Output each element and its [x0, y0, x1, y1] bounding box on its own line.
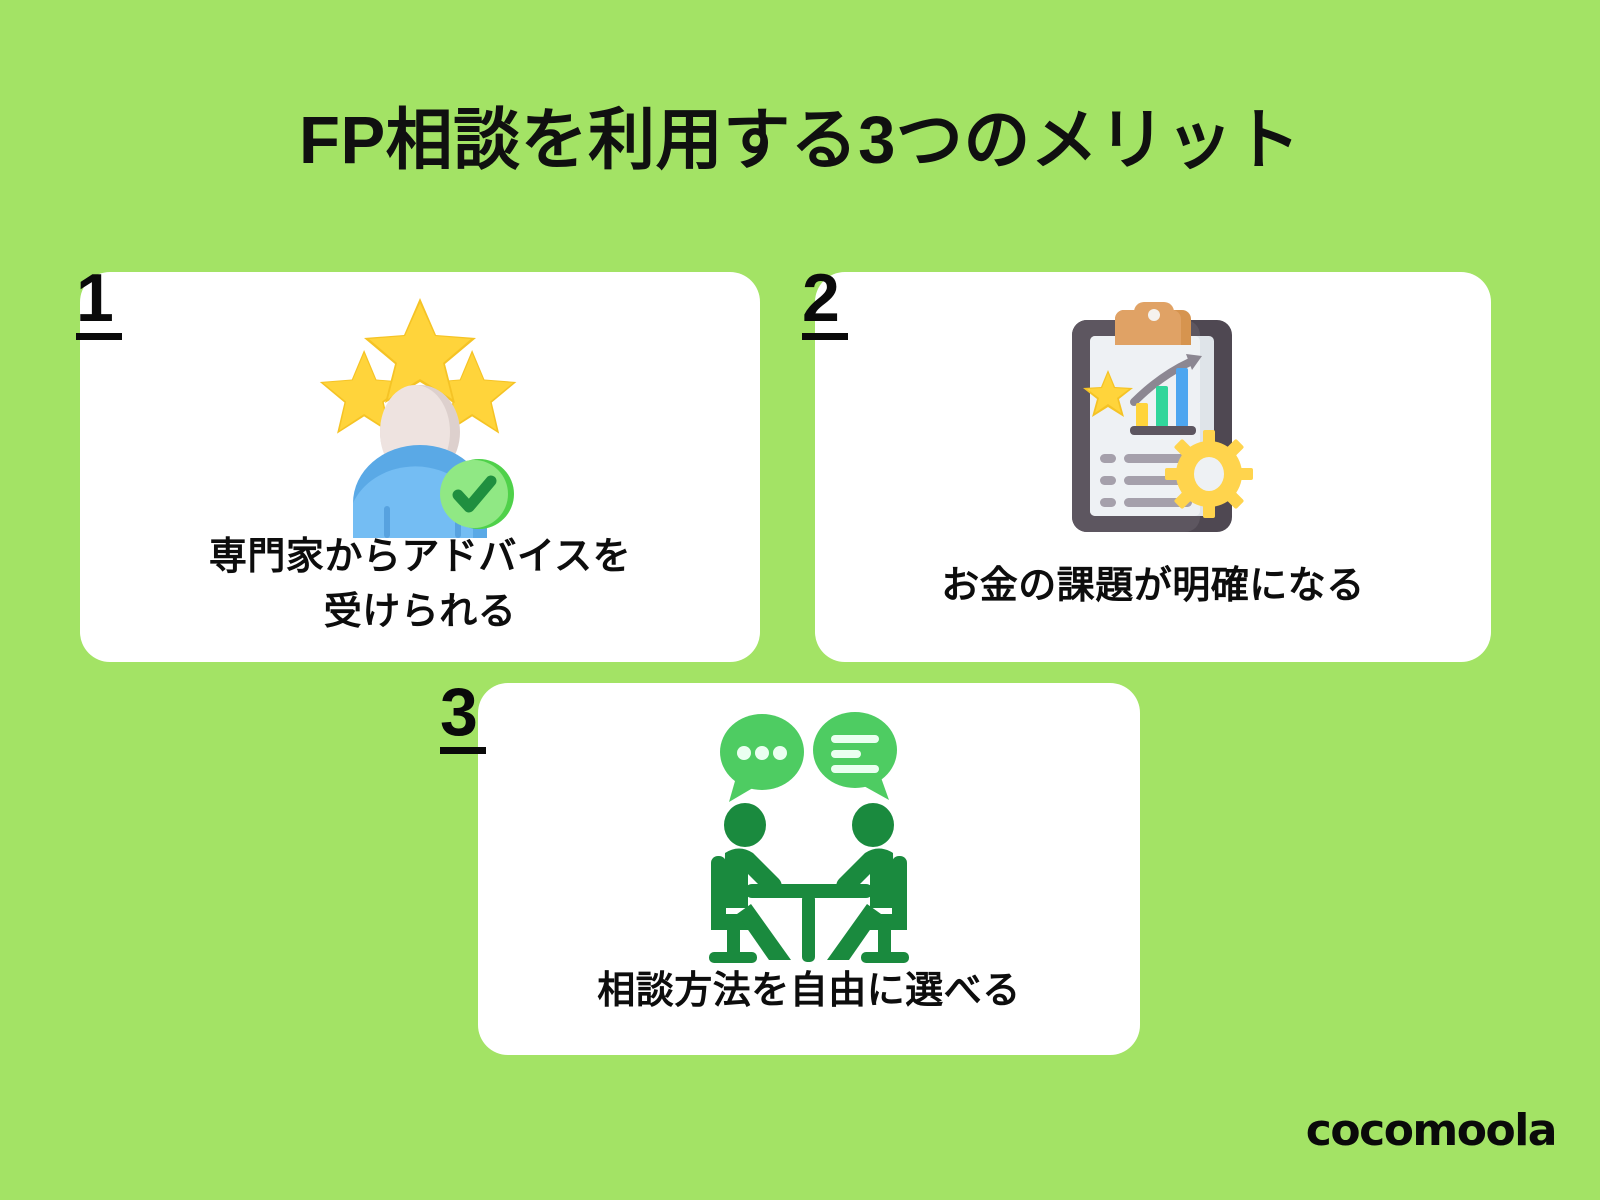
page-title: FP相談を利用する3つのメリット: [299, 103, 1301, 178]
benefit-card-1-label-line1: 専門家からアドバイスを: [208, 536, 632, 578]
clipboard-report-gear-icon: [815, 288, 1491, 548]
benefit-card-1-label: 専門家からアドバイスを 受けられる: [80, 530, 760, 640]
expert-rating-person-icon: [80, 288, 760, 538]
benefit-card-1-number: 1: [76, 260, 122, 341]
benefit-card-2: お金の課題が明確になる: [815, 272, 1491, 662]
cocomoola-logo: cocomoola: [1305, 1105, 1558, 1156]
benefit-card-2-number-underline: [802, 333, 848, 341]
benefit-card-1-number-underline: [76, 333, 122, 341]
benefit-card-3-label-line1: 相談方法を自由に選べる: [597, 970, 1021, 1012]
benefit-card-3-number-underline: [440, 747, 486, 755]
two-people-consultation-icon: [478, 703, 1140, 963]
benefit-card-1-number-text: 1: [76, 260, 114, 336]
speech-bubble-dots: [720, 714, 804, 802]
benefit-card-3-number: 3: [440, 674, 486, 755]
speech-bubble-lines: [813, 712, 897, 800]
benefit-card-3: 相談方法を自由に選べる: [478, 683, 1140, 1055]
benefit-card-2-number-text: 2: [802, 260, 840, 336]
benefit-card-2-label: お金の課題が明確になる: [815, 559, 1491, 614]
benefit-card-1: 専門家からアドバイスを 受けられる: [80, 272, 760, 662]
benefit-card-2-label-line1: お金の課題が明確になる: [941, 565, 1365, 607]
benefit-card-3-label: 相談方法を自由に選べる: [478, 964, 1140, 1019]
benefit-card-3-number-text: 3: [440, 674, 478, 750]
benefit-card-1-label-line2: 受けられる: [323, 591, 517, 634]
benefit-card-2-number: 2: [802, 260, 848, 341]
